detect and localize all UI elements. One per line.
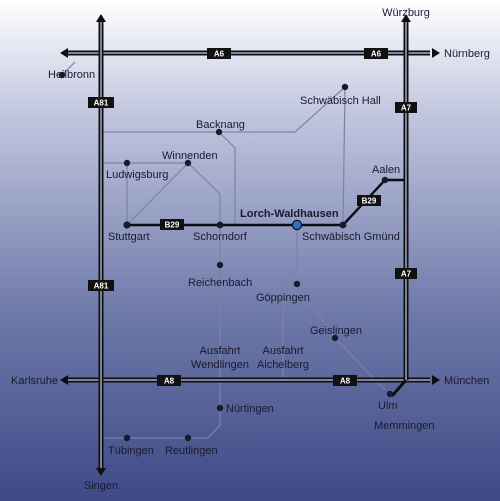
dot-backnang: [215, 128, 223, 136]
label-karlsruhe: Karlsruhe: [11, 375, 58, 387]
label-schwaebisch-hall: Schwäbisch Hall: [300, 95, 381, 107]
label-nuertingen: Nürtingen: [226, 403, 274, 415]
dot-stuttgart: [123, 221, 131, 229]
label-tuebingen: Tübingen: [108, 445, 154, 457]
label-goeppingen: Göppingen: [256, 292, 310, 304]
svg-text:B29: B29: [362, 197, 377, 206]
label-ausfahrt-aichelberg-1: Ausfahrt: [263, 345, 304, 357]
label-wuerzburg: Würzburg: [382, 7, 430, 19]
road-winnenden-stuttgart: [126, 162, 189, 226]
arrow-left-a6: [60, 48, 68, 58]
dot-winnenden: [184, 159, 192, 167]
label-winnenden: Winnenden: [162, 150, 218, 162]
dot-schorndorf: [216, 221, 224, 229]
label-schwaebisch-gmuend: Schwäbisch Gmünd: [302, 231, 400, 243]
motorways: [68, 22, 430, 468]
arrow-up-a81: [96, 14, 106, 22]
shield-a6-west: A6: [207, 48, 231, 59]
shield-b29-west: B29: [160, 219, 184, 230]
dot-heilbronn: [58, 71, 66, 79]
direction-arrows: [60, 14, 440, 476]
svg-text:B29: B29: [165, 221, 180, 230]
svg-text:A8: A8: [164, 377, 175, 386]
label-heilbronn: Heilbronn: [48, 69, 95, 81]
label-geislingen: Geislingen: [310, 325, 362, 337]
svg-text:A8: A8: [340, 377, 351, 386]
arrow-left-karlsruhe: [60, 375, 68, 385]
arrow-right-muenchen: [432, 375, 440, 385]
place-labels: Würzburg Heilbronn Nürnberg Schwäbisch H…: [11, 7, 490, 492]
arrow-up-wuerzburg: [401, 14, 411, 22]
label-reutlingen: Reutlingen: [165, 445, 218, 457]
dot-goeppingen: [293, 280, 301, 288]
road-goeppingen-ulm: [296, 283, 386, 391]
shield-b29-east: B29: [357, 195, 381, 206]
dot-ulm: [386, 390, 394, 398]
town-markers: [58, 71, 394, 442]
dot-ludwigsburg: [123, 159, 131, 167]
dot-reichenbach: [216, 261, 224, 269]
label-nuernberg: Nürnberg: [444, 48, 490, 60]
road-hall-gmuend: [342, 86, 346, 226]
road-ludwigsburg-winnenden: [127, 162, 221, 225]
svg-text:A7: A7: [401, 270, 412, 279]
road-nuertingen-tuebingen: [101, 408, 221, 439]
arrow-down-singen: [96, 468, 106, 476]
shield-a8-east: A8: [333, 375, 357, 386]
label-lorch-waldhausen: Lorch-Waldhausen: [240, 208, 339, 220]
svg-text:A7: A7: [401, 104, 412, 113]
dot-schwaebisch-hall: [341, 83, 349, 91]
label-ludwigsburg: Ludwigsburg: [106, 169, 168, 181]
dot-schwaebisch-gmuend: [339, 221, 347, 229]
svg-text:A6: A6: [214, 50, 225, 59]
label-ausfahrt-aichelberg-2: Aichelberg: [257, 359, 309, 371]
label-memmingen: Memmingen: [374, 420, 435, 432]
label-muenchen: München: [444, 375, 489, 387]
shield-a81-north: A81: [88, 97, 114, 108]
dot-aalen: [381, 176, 389, 184]
dot-lorch-waldhausen: [291, 219, 303, 231]
label-stuttgart: Stuttgart: [108, 231, 150, 243]
label-reichenbach: Reichenbach: [188, 277, 252, 289]
dot-geislingen: [331, 334, 339, 342]
dot-reutlingen: [184, 434, 192, 442]
label-singen: Singen: [84, 480, 118, 492]
shield-a7-north: A7: [395, 102, 417, 113]
road-backnang-schorndorf: [218, 131, 236, 225]
shield-a6-east: A6: [364, 48, 388, 59]
road-shields: A6 A6 A81 A81 A7 A7 A8 A8: [88, 48, 417, 386]
shield-a81-south: A81: [88, 280, 114, 291]
label-backnang: Backnang: [196, 119, 245, 131]
road-lorch-goeppingen: [282, 225, 298, 380]
shield-a7-south: A7: [395, 268, 417, 279]
svg-text:A81: A81: [94, 282, 109, 291]
shield-a8-west: A8: [157, 375, 181, 386]
road-hall-backnang: [101, 86, 346, 133]
label-ulm: Ulm: [378, 400, 398, 412]
dot-nuertingen: [216, 404, 224, 412]
arrow-right-nuernberg: [432, 48, 440, 58]
svg-text:A81: A81: [94, 99, 109, 108]
label-schorndorf: Schorndorf: [193, 231, 248, 243]
label-aalen: Aalen: [372, 164, 400, 176]
label-ausfahrt-wendlingen-2: Wendlingen: [191, 359, 249, 371]
label-ausfahrt-wendlingen-1: Ausfahrt: [200, 345, 241, 357]
svg-text:A6: A6: [371, 50, 382, 59]
dot-tuebingen: [123, 434, 131, 442]
